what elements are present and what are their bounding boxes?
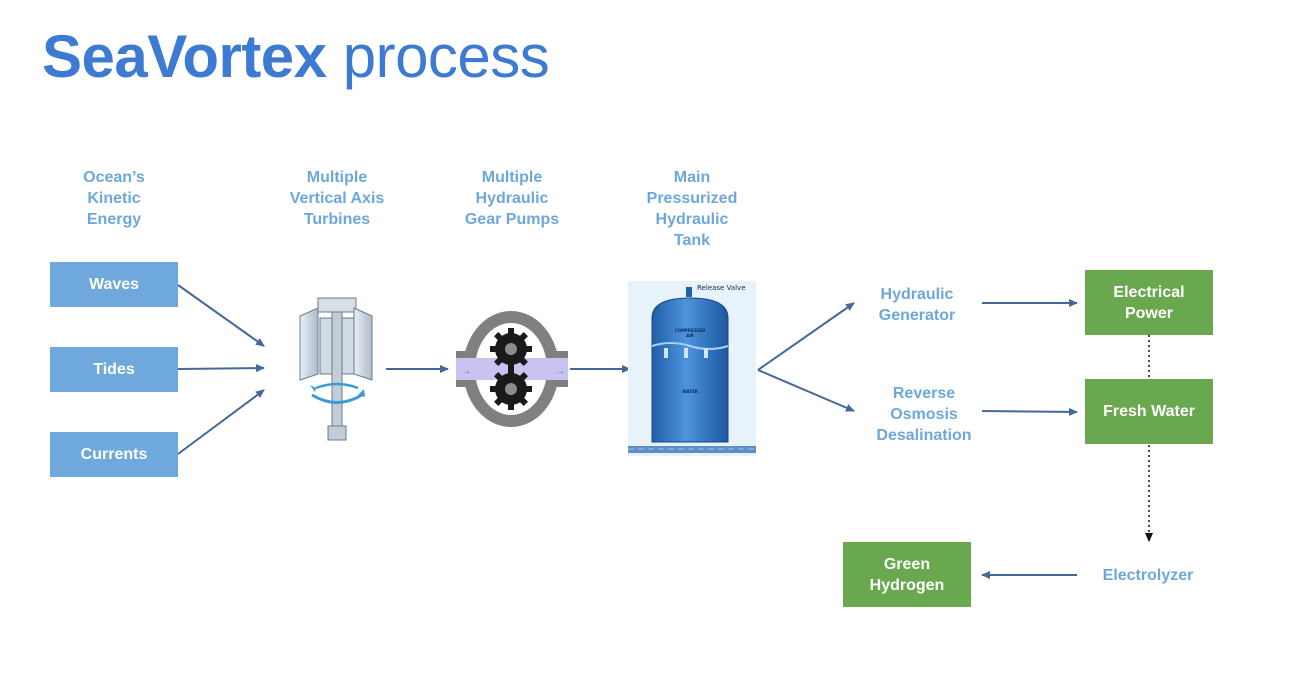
electrolyzer-label: Electrolyzer [1102,567,1194,584]
arrow-tank-to-desalination [757,369,855,412]
page-title: SeaVortex process [42,22,550,91]
tank-water-label: WATER [682,389,698,394]
fresh-water-box: Fresh Water [1085,379,1213,444]
tank-illustration [628,281,756,456]
tank-compressed-air-label: COMPRESSED AIR [674,328,706,338]
heading-tank: Main Pressurized Hydraulic Tank [646,169,738,249]
arrow-currents-to-turbine [177,389,265,455]
title-bold: SeaVortex [42,23,327,90]
heading-kinetic-energy: Ocean’s Kinetic Energy [83,169,145,228]
arrow-desalination-to-water [981,407,1078,416]
arrow-tank-to-generator [757,302,855,371]
currents-box: Currents [50,432,178,477]
arrow-waves-to-turbine [177,284,265,347]
svg-text:→: → [461,366,471,377]
svg-text:→: → [555,366,565,377]
reverse-osmosis-label: Reverse Osmosis Desalination [876,385,972,444]
waves-box: Waves [50,262,178,307]
gear-pump-illustration: → → [456,311,568,427]
heading-gear-pumps: Multiple Hydraulic Gear Pumps [464,169,560,228]
electrical-power-box: Electrical Power [1085,270,1213,335]
green-hydrogen-box: Green Hydrogen [843,542,971,607]
heading-turbines: Multiple Vertical Axis Turbines [289,169,385,228]
hydraulic-generator-label: Hydraulic Generator [878,286,956,324]
arrow-tides-to-turbine [177,364,265,373]
tides-box: Tides [50,347,178,392]
title-rest: process [326,23,550,90]
tank-release-valve-label: Release Valve [697,284,746,292]
turbine-illustration [299,297,373,441]
